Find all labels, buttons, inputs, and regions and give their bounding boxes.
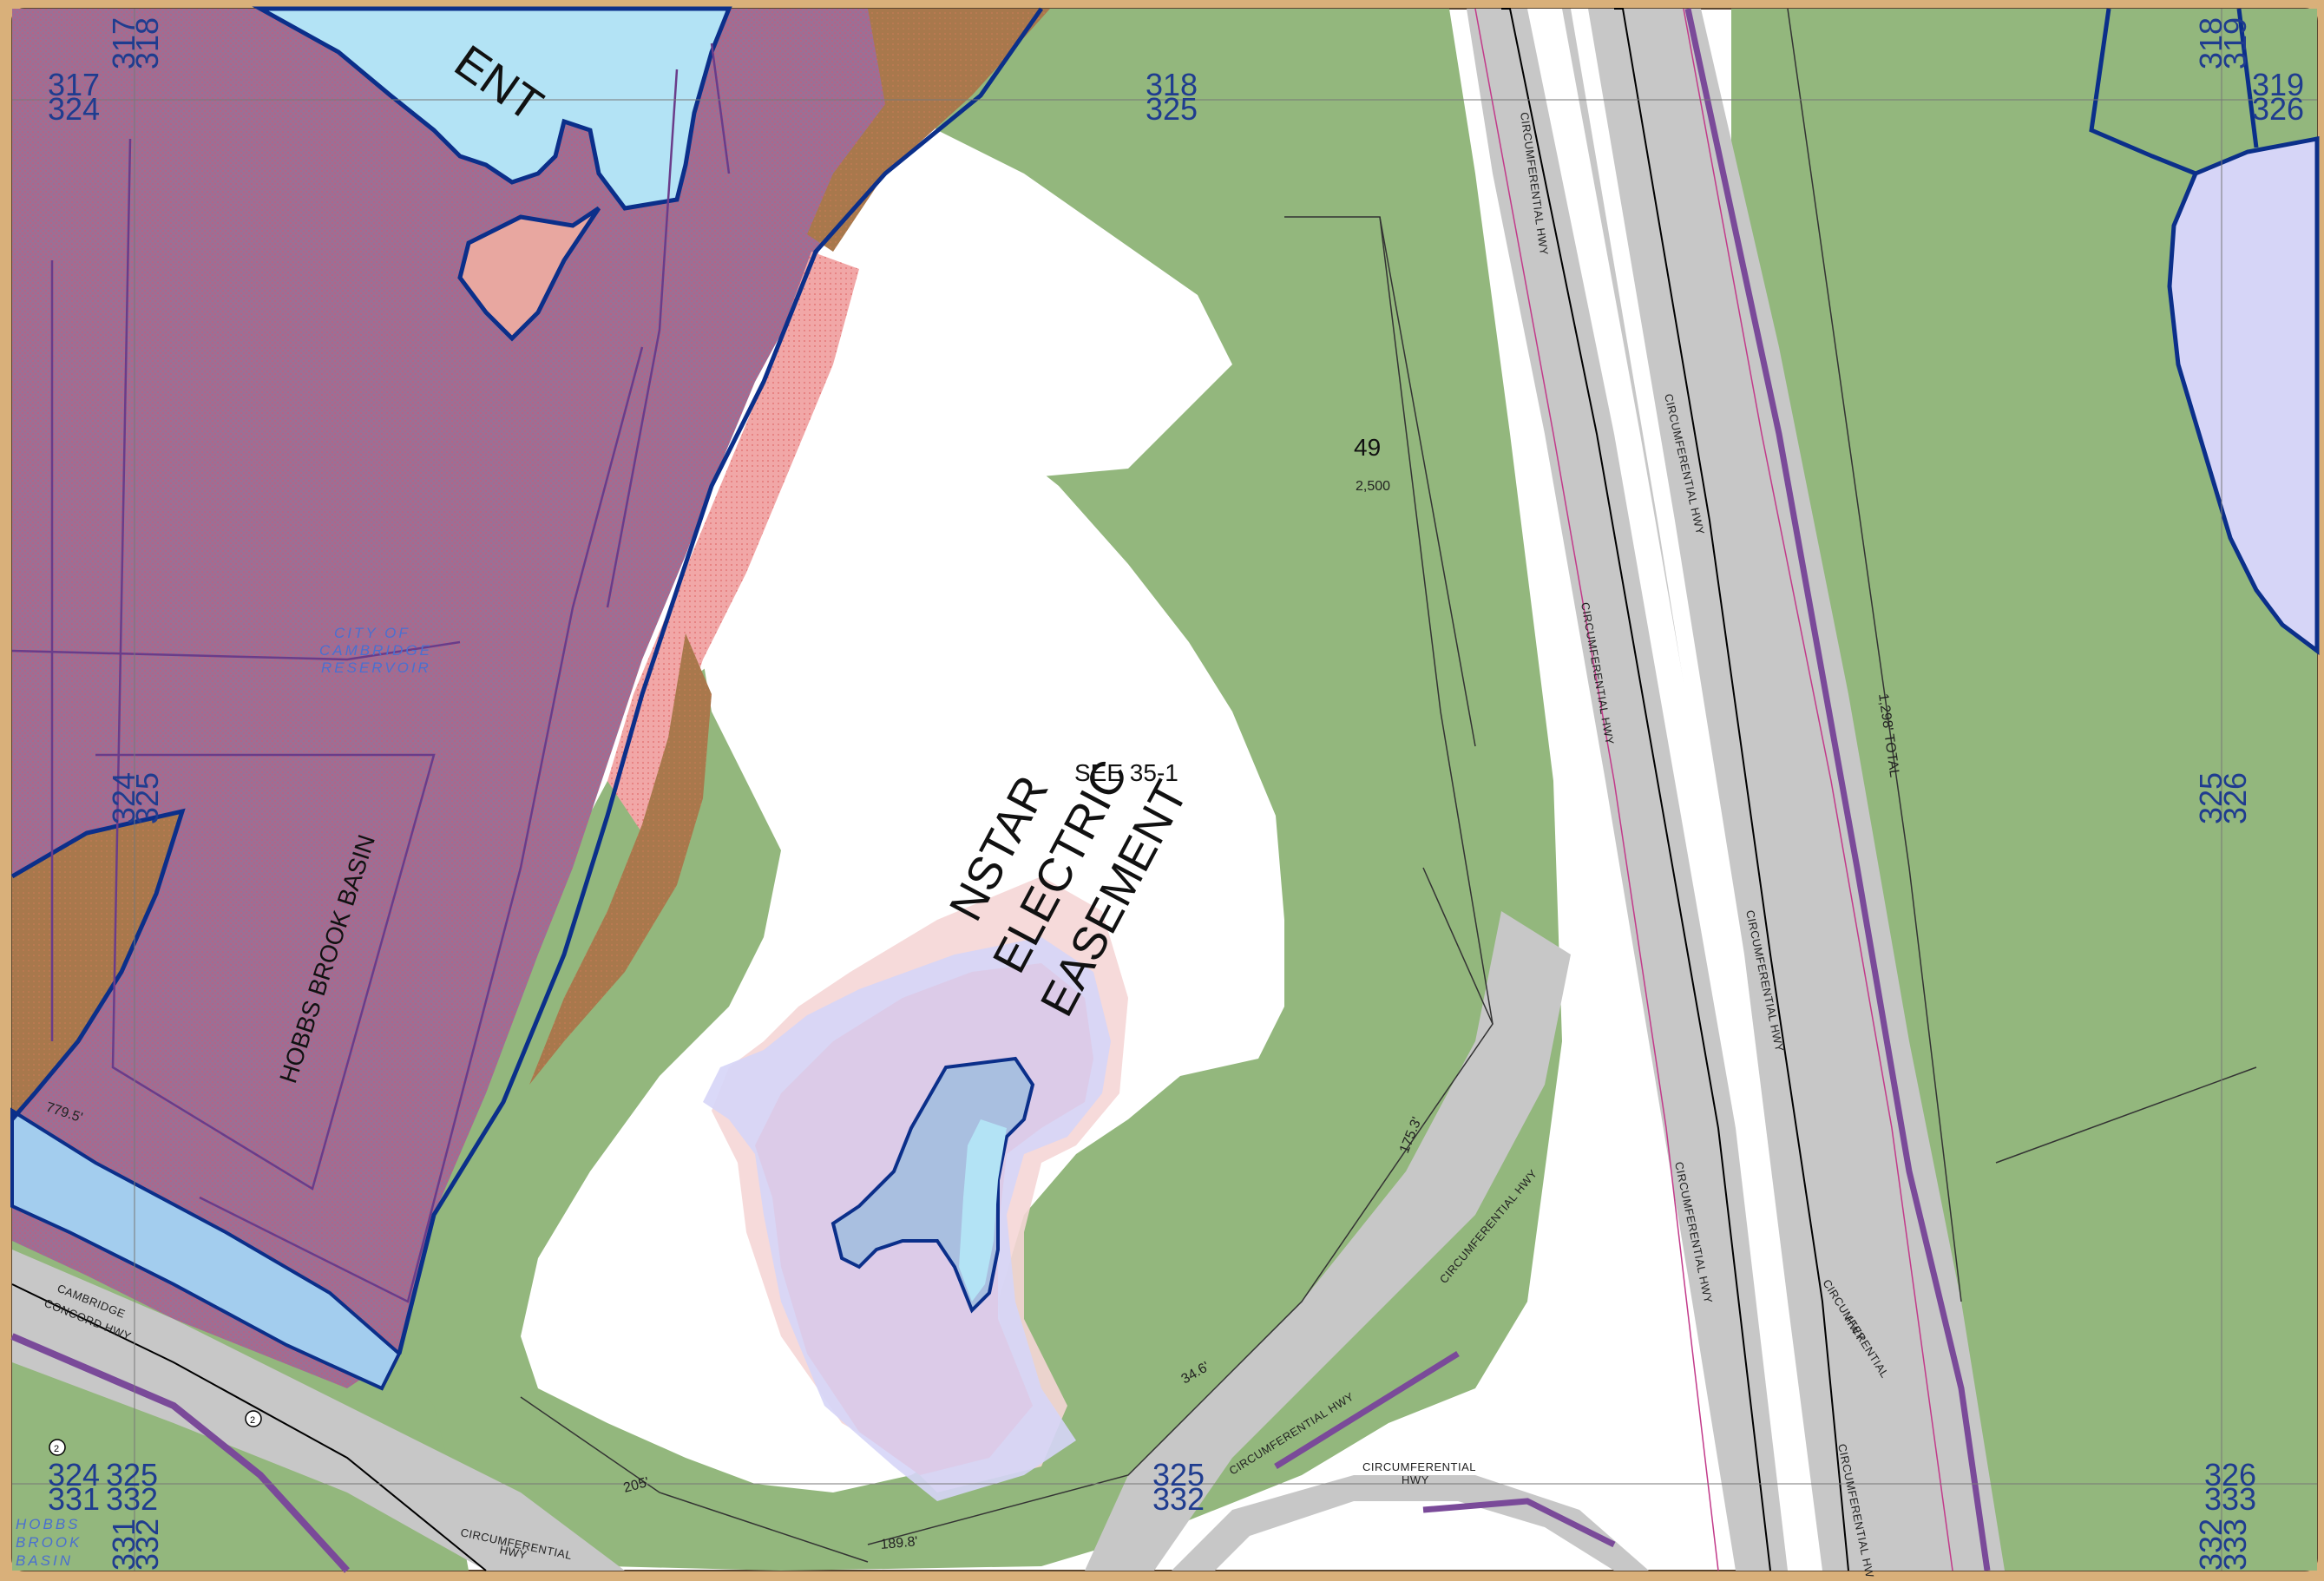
grid-332-bottom: 332 bbox=[106, 1481, 158, 1517]
grid-332-right-v: 332 bbox=[2193, 1519, 2229, 1571]
svg-text:HWY: HWY bbox=[1402, 1473, 1429, 1486]
route-2-marker-a: 2 bbox=[245, 1410, 262, 1427]
grid-324-v: 324 bbox=[106, 772, 141, 824]
parcel-number-label: 49 bbox=[1354, 434, 1381, 461]
grid-324: 324 bbox=[48, 91, 100, 127]
grid-326-bottom: 326 bbox=[2204, 1457, 2256, 1492]
soil-strip-west bbox=[12, 811, 182, 1119]
inlet-loop bbox=[457, 206, 601, 342]
hobbs-corner-label: HOBBS BROOK BASIN bbox=[16, 1516, 82, 1569]
grid-331-v: 331 bbox=[106, 1519, 141, 1571]
grid-319-right-v: 319 bbox=[2217, 17, 2253, 69]
grid-317: 317 bbox=[48, 67, 100, 102]
svg-text:CAMBRIDGE: CAMBRIDGE bbox=[319, 642, 432, 659]
grid-325-mid-bottom: 325 bbox=[1152, 1457, 1205, 1492]
water-north bbox=[252, 6, 732, 211]
see-reference-label: SEE 35-1 bbox=[1074, 759, 1178, 786]
grid-325-top: 325 bbox=[1146, 91, 1198, 127]
svg-text:RESERVOIR: RESERVOIR bbox=[321, 659, 431, 676]
grid-324-bottom: 324 bbox=[48, 1457, 100, 1492]
water-southwest bbox=[10, 1107, 402, 1391]
grid-numbers: 317 324 317 318 318 325 318 319 319 326 … bbox=[48, 17, 2304, 1571]
grid-326-top: 326 bbox=[2252, 91, 2304, 127]
reservoir-label: CITY OF CAMBRIDGE RESERVOIR bbox=[319, 625, 432, 676]
svg-text:2: 2 bbox=[54, 1444, 59, 1454]
svg-text:2: 2 bbox=[250, 1415, 255, 1426]
grid-333-right-v: 333 bbox=[2217, 1519, 2253, 1571]
svg-text:HOBBS: HOBBS bbox=[16, 1516, 81, 1532]
svg-text:189.8': 189.8' bbox=[880, 1534, 918, 1552]
soil-strip-east bbox=[529, 633, 712, 1085]
grid-333-bottom: 333 bbox=[2204, 1481, 2256, 1517]
reservoir-zone-lines bbox=[11, 43, 731, 1303]
grid-325-bottom: 325 bbox=[106, 1457, 158, 1492]
svg-text:CIRCUMFERENTIAL: CIRCUMFERENTIAL bbox=[1362, 1460, 1476, 1473]
svg-text:HWY: HWY bbox=[498, 1543, 528, 1561]
wetland-buffer-north bbox=[607, 252, 859, 833]
grid-332-mid-bottom: 332 bbox=[1152, 1481, 1205, 1517]
grid-lines bbox=[12, 9, 2317, 1571]
grid-319: 319 bbox=[2252, 67, 2304, 102]
grid-325-right-v: 325 bbox=[2193, 772, 2229, 824]
svg-text:CITY OF: CITY OF bbox=[334, 625, 410, 641]
grid-325-v: 325 bbox=[129, 772, 165, 824]
lake-east bbox=[2167, 135, 2320, 655]
highway-corridor bbox=[10, 8, 2005, 1573]
svg-text:BASIN: BASIN bbox=[16, 1552, 73, 1569]
grid-318-v: 318 bbox=[129, 17, 165, 69]
pond-inner bbox=[959, 1119, 1007, 1302]
grid-326-right-v: 326 bbox=[2217, 772, 2253, 824]
parcel-lines bbox=[520, 8, 2257, 1563]
svg-text:BROOK: BROOK bbox=[16, 1534, 82, 1551]
parcel-area-label: 2,500 bbox=[1356, 479, 1390, 494]
grid-332-v: 332 bbox=[129, 1519, 165, 1571]
grid-317-v: 317 bbox=[106, 17, 141, 69]
district-boundaries bbox=[10, 7, 2259, 1355]
grid-318-right-v: 318 bbox=[2193, 17, 2229, 69]
grid-318-top: 318 bbox=[1146, 67, 1198, 102]
route-2-marker-b: 2 bbox=[49, 1439, 66, 1456]
reservoir-zone bbox=[12, 9, 1041, 1388]
grid-331-bottom: 331 bbox=[48, 1481, 100, 1517]
